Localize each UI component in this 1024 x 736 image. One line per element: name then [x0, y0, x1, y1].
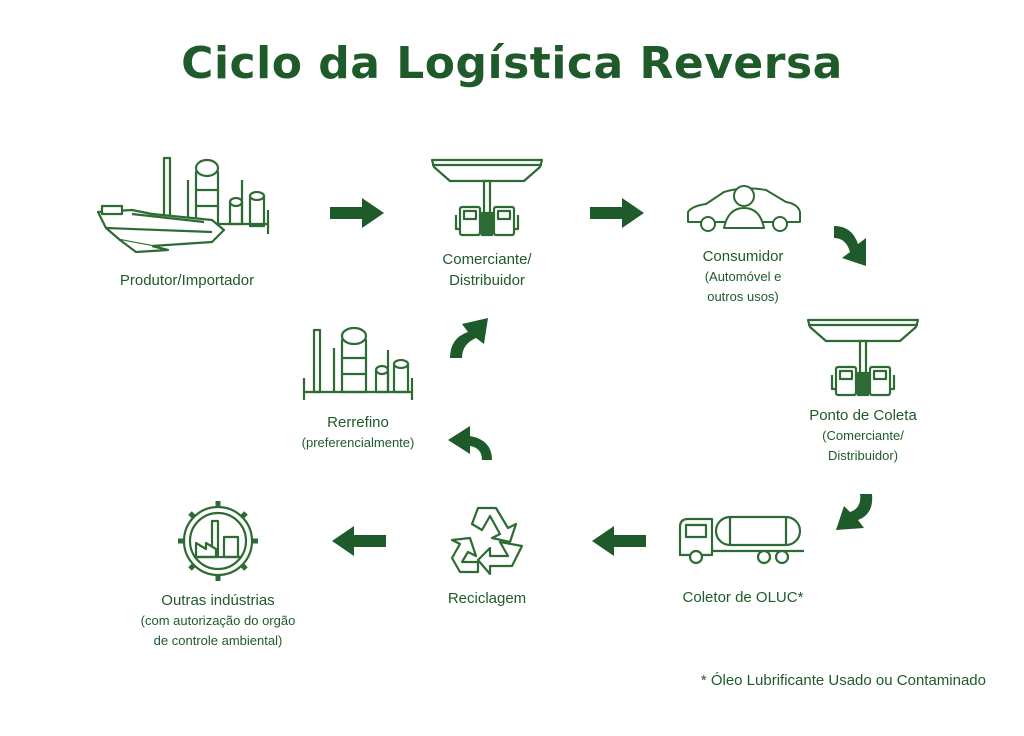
other-industries-label-sub2: de controle ambiental): [153, 633, 283, 648]
diagram-title: Ciclo da Logística Reversa: [181, 38, 843, 89]
arrow-merchant-to-consumer: [590, 198, 644, 228]
arrow-collector-to-recycling: [592, 526, 646, 556]
other-industries-label-sub1: (com autorização do orgão: [140, 613, 296, 628]
arrow-recycling-to-other-industries: [332, 526, 386, 556]
other-industries-label: Outras indústrias (com autorização do or…: [128, 590, 308, 651]
consumer-node: Consumidor (Automóvel e outros usos): [668, 180, 818, 304]
consumer-label-main: Consumidor: [702, 248, 784, 265]
merchant-label: Comerciante/ Distribuidor: [412, 249, 562, 291]
collection-point-label-main: Ponto de Coleta: [809, 407, 917, 424]
recycle-icon: [450, 506, 524, 576]
fuel-station-icon: [430, 158, 544, 237]
consumer-label-sub2: outros usos): [707, 289, 779, 304]
refinery-icon: [302, 326, 414, 400]
tanker-truck-icon: [678, 515, 804, 565]
collection-point-label-sub1: (Comerciante/: [822, 428, 904, 443]
refinery-ship-icon: [96, 156, 270, 254]
rerefining-label-main: Rerrefino: [327, 414, 389, 431]
merchant-label-line1: Comerciante/: [442, 251, 532, 268]
collector-label: Coletor de OLUC*: [682, 589, 804, 606]
collection-point-node: Ponto de Coleta (Comerciante/ Distribuid…: [788, 315, 938, 463]
fuel-station-icon: [806, 318, 920, 397]
arrow-collection-to-collector: [836, 494, 873, 530]
rerefining-label: Rerrefino (preferencialmente): [288, 412, 428, 453]
collector-node: Coletor de OLUC*: [668, 505, 818, 606]
arrow-rerefining-to-merchant: [450, 318, 488, 358]
arrow-producer-to-merchant: [330, 198, 384, 228]
gear-factory-icon: [178, 501, 258, 581]
collection-point-label-sub2: Distribuidor): [827, 448, 899, 463]
recycling-label: Reciclagem: [447, 590, 527, 607]
arrow-consumer-to-collection: [834, 226, 866, 266]
merchant-node: Comerciante/ Distribuidor: [412, 155, 562, 289]
recycling-node: Reciclagem: [412, 500, 562, 607]
other-industries-node: Outras indústrias (com autorização do or…: [128, 498, 308, 648]
other-industries-label-main: Outras indústrias: [161, 592, 275, 609]
producer-label: Produtor/Importador: [119, 272, 255, 289]
footnote: * Óleo Lubrificante Usado ou Contaminado: [700, 672, 986, 689]
merchant-label-line2: Distribuidor: [449, 272, 525, 289]
collection-point-label: Ponto de Coleta (Comerciante/ Distribuid…: [788, 405, 938, 466]
consumer-label: Consumidor (Automóvel e outros usos): [668, 246, 818, 307]
rerefining-label-sub1: (preferencialmente): [301, 435, 415, 450]
car-person-icon: [687, 185, 801, 232]
producer-node: Produtor/Importador: [92, 150, 282, 289]
arrow-recycling-to-rerefining: [448, 426, 492, 460]
rerefining-node: Rerrefino (preferencialmente): [288, 320, 428, 450]
consumer-label-sub1: (Automóvel e: [704, 269, 782, 284]
